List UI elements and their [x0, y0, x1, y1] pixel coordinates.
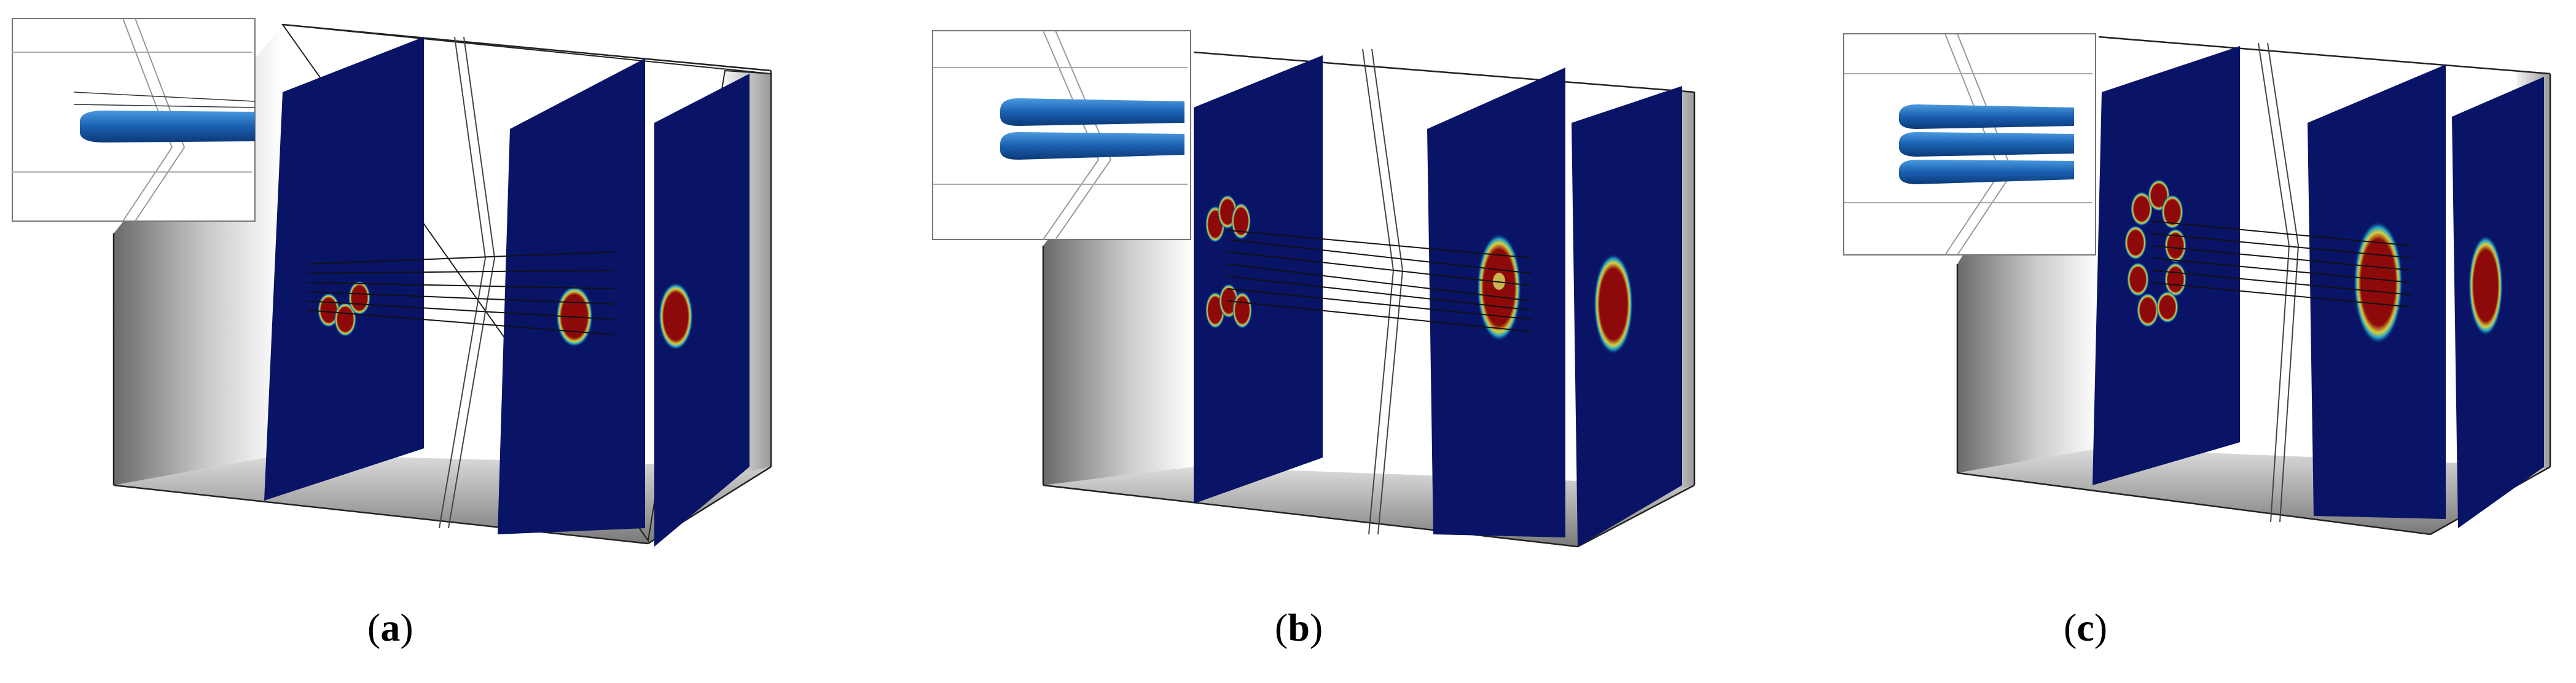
probe-lines — [2150, 221, 2413, 308]
panel-b: (b) — [859, 0, 1718, 683]
measurement-plane-1 — [2093, 46, 2240, 485]
measurement-plane-3 — [2452, 77, 2544, 528]
panel-label: (c) — [2064, 606, 2108, 649]
measurement-plane-3 — [1572, 86, 1682, 547]
measurement-plane-3 — [654, 74, 750, 547]
jet-plume — [1000, 98, 1184, 160]
jet-inset-box — [932, 30, 1191, 240]
panel-a: (a) — [0, 0, 859, 683]
measurement-plane-1 — [264, 37, 424, 501]
measurement-plane-2 — [1427, 68, 1565, 537]
panel-c: (c) — [1718, 0, 2576, 683]
jet-plume — [80, 111, 255, 142]
jet-inset-box — [1843, 33, 2096, 256]
probe-lines — [307, 251, 615, 335]
panel-b-figure — [932, 30, 1696, 548]
panel-label: (b) — [1275, 606, 1323, 649]
jet-inset-box — [12, 18, 256, 222]
probe-lines — [1227, 230, 1532, 332]
measurement-plane-2 — [498, 58, 645, 534]
panel-c-figure — [1843, 33, 2551, 536]
panel-a-figure — [12, 18, 772, 547]
jet-plume — [1899, 104, 2074, 184]
panel-label: (a) — [367, 606, 413, 649]
ring-of-spots — [2124, 179, 2186, 327]
